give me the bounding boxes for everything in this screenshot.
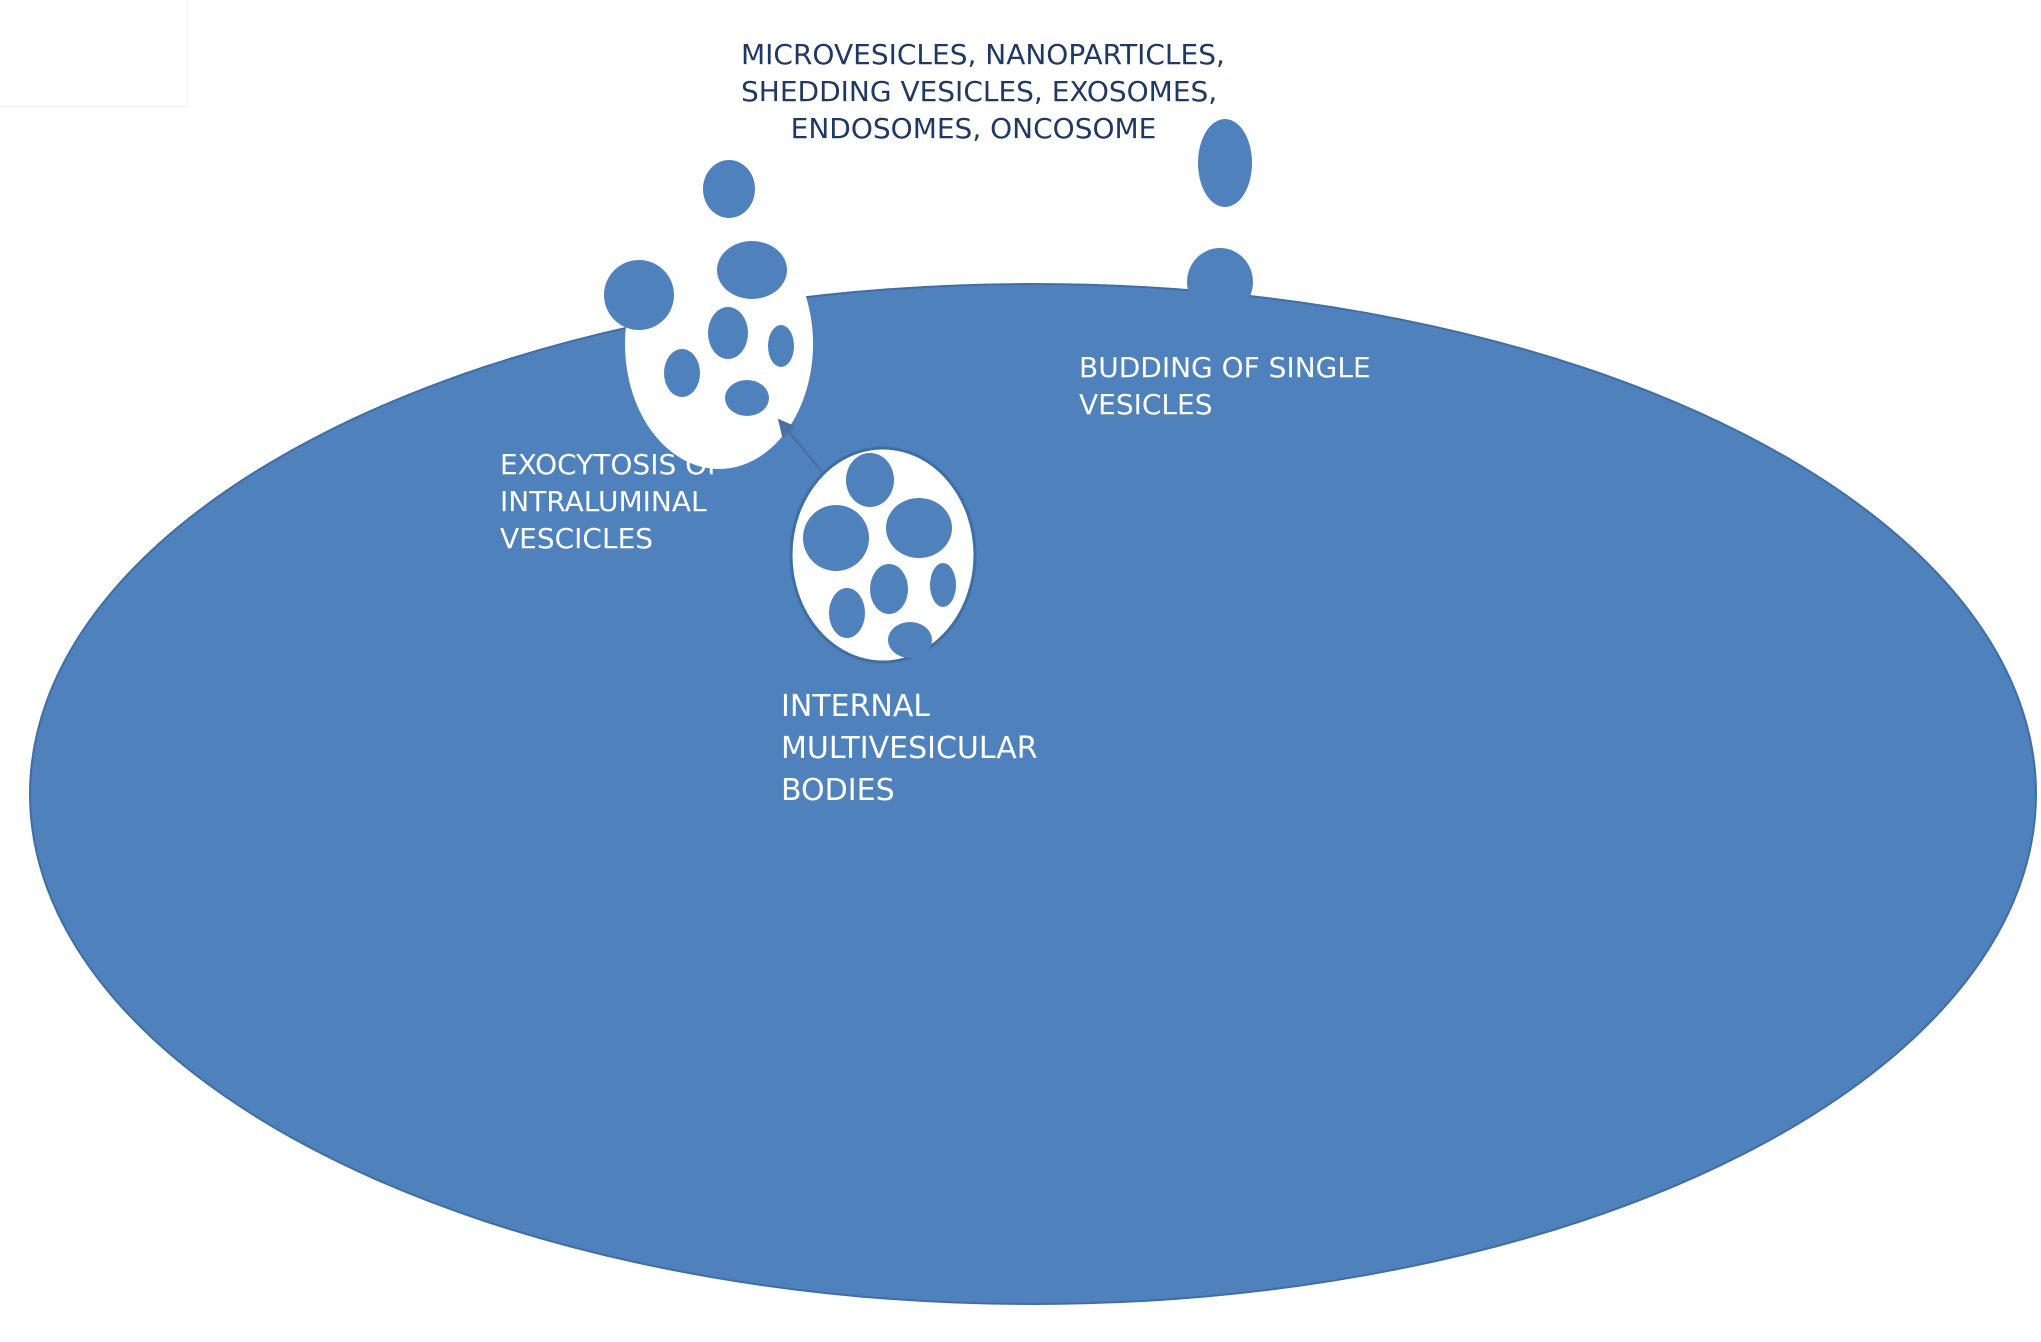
internal-label-line: INTERNAL: [781, 689, 931, 724]
exocytosis-inner-vesicle: [708, 307, 748, 359]
exocytosis-multivesicular-body: [625, 219, 813, 469]
internal-vesicle: [886, 498, 952, 558]
released-single-vesicle: [1198, 119, 1252, 207]
internal-label: INTERNAL MULTIVESICULAR BODIES: [781, 686, 1038, 812]
top-label-line: SHEDDING VESICLES, EXOSOMES,: [741, 75, 1218, 108]
internal-multivesicular-body: [789, 446, 977, 664]
internal-vesicle: [888, 622, 932, 658]
internal-vesicle: [930, 563, 956, 607]
internal-label-line: BODIES: [781, 773, 895, 808]
exocytosis-label-line: EXOCYTOSIS OF: [500, 448, 724, 481]
exocytosis-inner-vesicle: [717, 241, 787, 299]
cell-body: [29, 283, 2037, 1305]
released-vesicle: [604, 260, 674, 330]
top-label-line: ENDOSOMES, ONCOSOME: [790, 112, 1157, 145]
exocytosis-inner-vesicle: [768, 325, 794, 367]
exocytosis-label-line: VESCICLES: [500, 522, 654, 555]
internal-vesicle: [870, 564, 908, 614]
budding-label: BUDDING OF SINGLE VESICLES: [1079, 349, 1371, 423]
exocytosis-arrow: [777, 418, 824, 474]
corner-frame: [0, 0, 188, 107]
released-vesicle: [703, 160, 755, 218]
exocytosis-label: EXOCYTOSIS OF INTRALUMINAL VESCICLES: [500, 446, 723, 557]
internal-label-line: MULTIVESICULAR: [781, 731, 1038, 766]
internal-vesicle: [803, 505, 869, 571]
top-label-line: MICROVESICLES, NANOPARTICLES,: [741, 38, 1225, 71]
internal-vesicle: [829, 588, 865, 638]
top-label: MICROVESICLES, NANOPARTICLES, SHEDDING V…: [741, 36, 1225, 147]
budding-label-line: VESICLES: [1079, 388, 1213, 421]
exocytosis-inner-vesicle: [664, 349, 700, 397]
exocytosis-inner-vesicle: [725, 380, 769, 416]
budding-label-line: BUDDING OF SINGLE: [1079, 351, 1371, 384]
internal-vesicle: [846, 453, 894, 507]
exocytosis-label-line: INTRALUMINAL: [500, 485, 707, 518]
budding-vesicle: [1187, 248, 1253, 316]
